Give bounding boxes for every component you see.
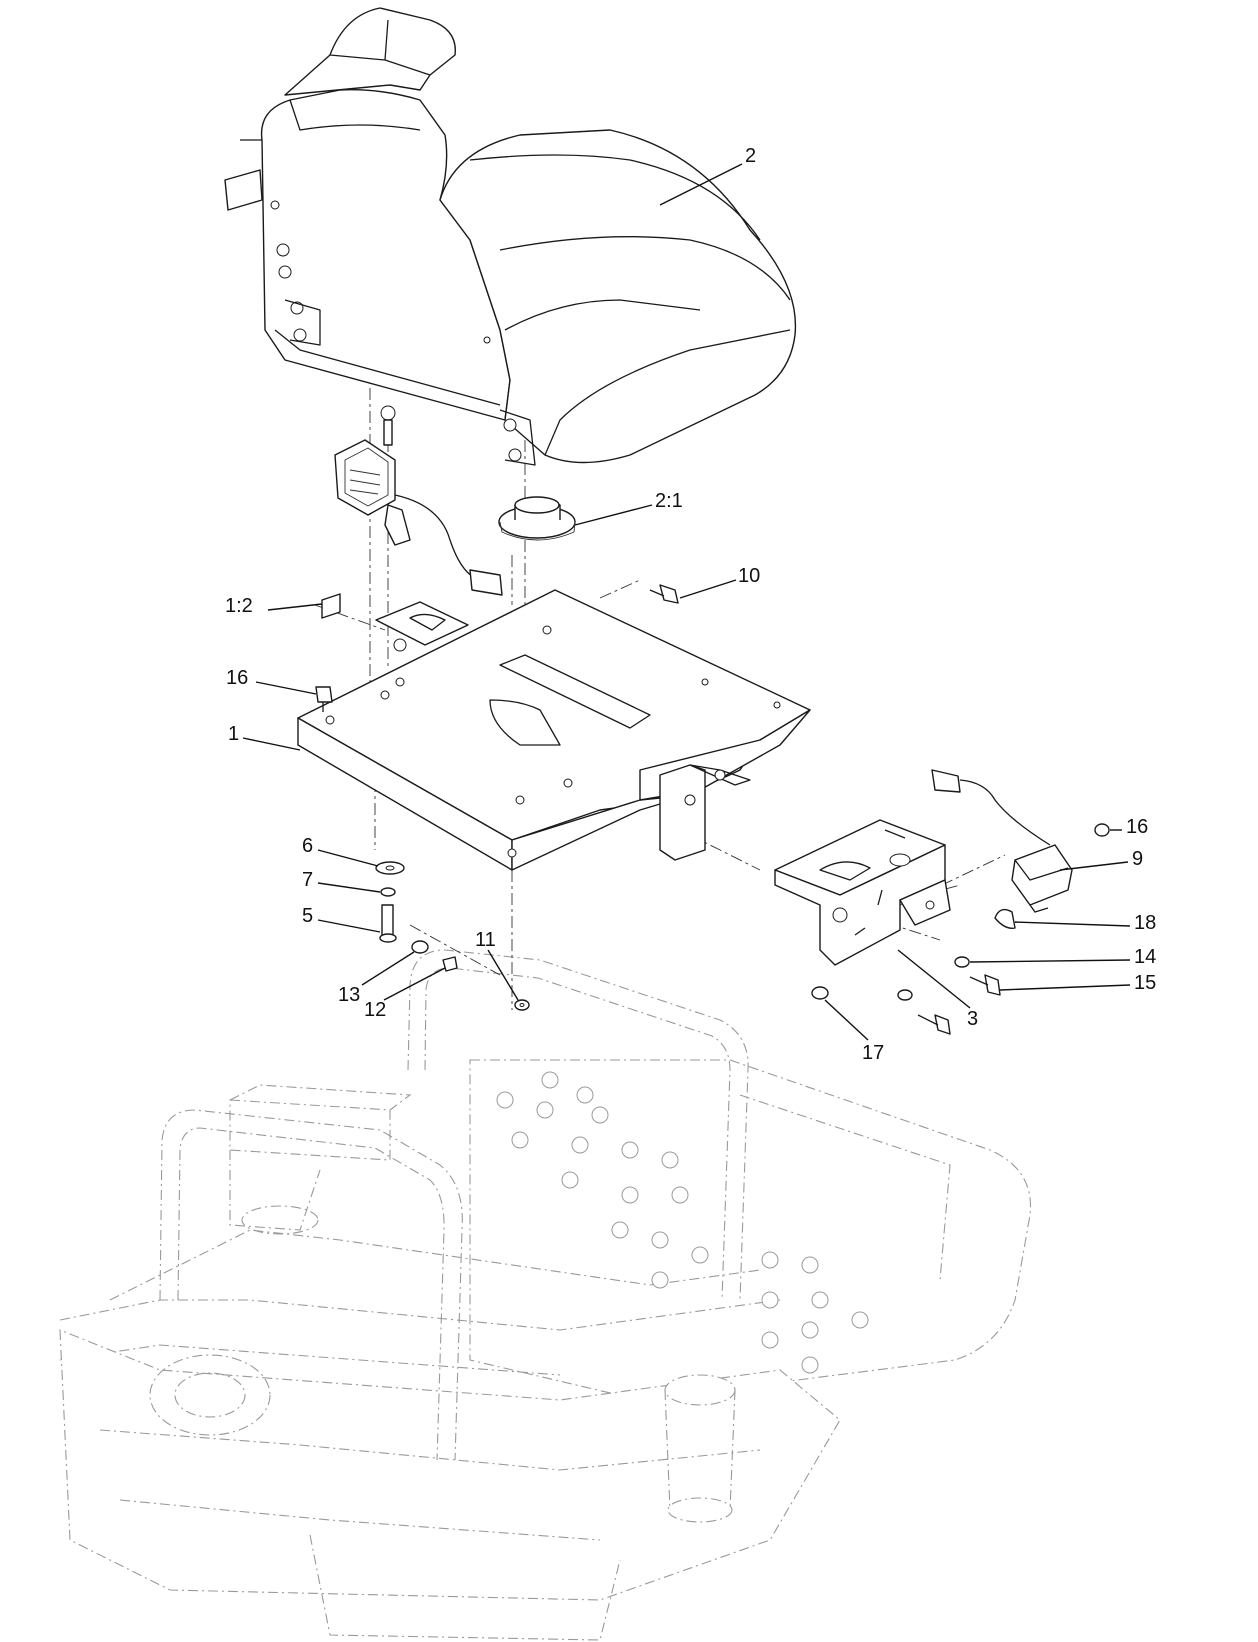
callout-2: 2 xyxy=(745,145,756,167)
callout-2-1: 2:1 xyxy=(655,490,683,512)
callout-numbers: 2 2:1 10 1:2 16 1 6 7 5 11 13 12 16 9 18… xyxy=(225,145,1156,1064)
bolt-5 xyxy=(379,904,397,943)
washer-6 xyxy=(375,861,405,875)
seat-switch-harness xyxy=(334,405,503,596)
callout-12: 12 xyxy=(364,999,386,1021)
seat-assembly xyxy=(224,7,797,466)
callout-5: 5 xyxy=(302,905,313,927)
spacer-12 xyxy=(442,956,458,972)
deck-perforations xyxy=(496,1071,869,1374)
nut-17 xyxy=(811,986,829,1000)
callout-1: 1 xyxy=(228,723,239,745)
callout-17: 17 xyxy=(862,1042,884,1064)
callout-9: 9 xyxy=(1132,848,1143,870)
callout-1-2: 1:2 xyxy=(225,595,253,617)
decal-1-2 xyxy=(321,593,341,619)
callout-13: 13 xyxy=(338,984,360,1006)
bracket-hardware xyxy=(897,989,951,1035)
callout-16-lower: 16 xyxy=(1126,816,1148,838)
callout-16-upper: 16 xyxy=(226,667,248,689)
callout-11: 11 xyxy=(475,929,496,951)
bolt-15 xyxy=(969,974,1001,996)
callout-14: 14 xyxy=(1134,946,1156,968)
callout-leaders xyxy=(242,163,1131,1041)
callout-18: 18 xyxy=(1134,912,1156,934)
callout-10: 10 xyxy=(738,565,760,587)
washer-14 xyxy=(954,956,970,968)
seat-switch-2-1 xyxy=(498,496,576,541)
bracket-3 xyxy=(774,819,951,966)
switch-9 xyxy=(931,769,1073,913)
seat-mount-plate-1 xyxy=(297,589,811,871)
clip-18 xyxy=(994,908,1016,929)
washer-7 xyxy=(380,887,396,897)
fastener-16-upper xyxy=(315,686,333,712)
phantom-mower-frame xyxy=(59,949,1032,1641)
fastener-10 xyxy=(649,584,679,604)
callout-6: 6 xyxy=(302,835,313,857)
washer-11 xyxy=(514,999,530,1011)
callout-15: 15 xyxy=(1134,972,1156,994)
callout-3: 3 xyxy=(967,1008,978,1030)
fastener-16-lower xyxy=(1094,823,1110,837)
callout-7: 7 xyxy=(302,869,313,891)
nut-13 xyxy=(411,940,429,954)
